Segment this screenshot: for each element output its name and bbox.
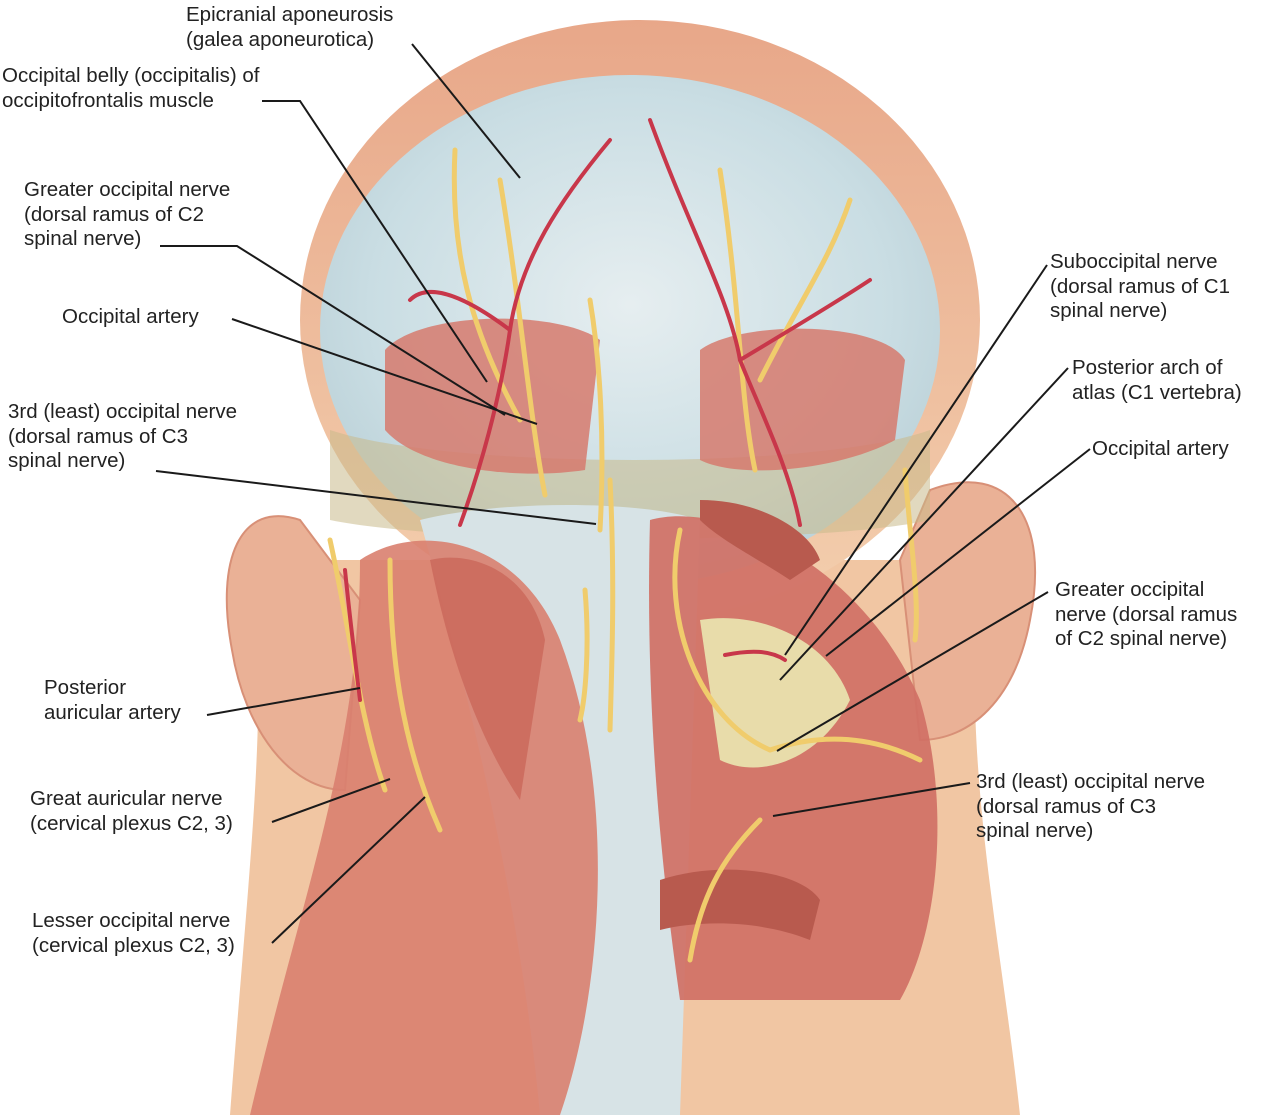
label-third-occipital-nerve-left: 3rd (least) occipital nerve (dorsal ramu… <box>8 400 238 472</box>
right-ear <box>898 481 1037 742</box>
label-greater-occipital-nerve-right: Greater occipital nerve (dorsal ramus of… <box>1055 578 1238 650</box>
occipitalis-left <box>385 318 600 474</box>
label-suboccipital-nerve: Suboccipital nerve (dorsal ramus of C1 s… <box>1050 250 1231 322</box>
label-third-occipital-nerve-right: 3rd (least) occipital nerve (dorsal ramu… <box>976 770 1206 842</box>
occipitalis-right <box>700 328 905 471</box>
label-posterior-arch-atlas: Posterior arch of atlas (C1 vertebra) <box>1072 356 1242 404</box>
leader-lines <box>155 43 1091 944</box>
label-occipital-artery-right: Occipital artery <box>1092 437 1229 460</box>
label-great-auricular-nerve: Great auricular nerve (cervical plexus C… <box>30 787 233 835</box>
label-occipital-belly: Occipital belly (occipitalis) of occipit… <box>2 64 260 112</box>
right-cut-muscle <box>700 500 820 580</box>
left-splenius <box>430 557 545 800</box>
nerves <box>327 147 923 963</box>
label-lesser-occipital-nerve: Lesser occipital nerve (cervical plexus … <box>32 909 235 957</box>
left-ear <box>225 515 362 792</box>
label-posterior-auricular-artery: Posterior auricular artery <box>44 676 181 724</box>
arteries <box>343 118 872 702</box>
label-greater-occipital-nerve-left: Greater occipital nerve (dorsal ramus of… <box>24 178 231 250</box>
label-occipital-artery-left: Occipital artery <box>62 305 199 328</box>
label-epicranial-aponeurosis: Epicranial aponeurosis (galea aponeuroti… <box>186 3 394 51</box>
